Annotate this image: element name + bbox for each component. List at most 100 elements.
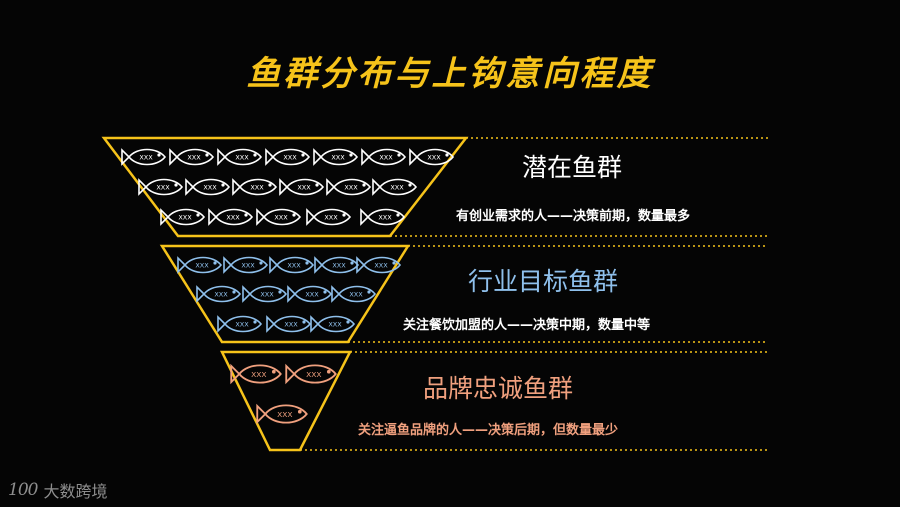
- fish-icon: XXX: [269, 256, 315, 274]
- fish-tail: [265, 148, 275, 166]
- fish-eye: [396, 213, 400, 217]
- fish-icon: XXX: [217, 148, 263, 166]
- fish-icon: XXX: [287, 285, 333, 303]
- fish-tail: [331, 285, 341, 303]
- fish-tail: [314, 256, 324, 274]
- fish-eye: [367, 290, 371, 294]
- fish-label: XXX: [235, 321, 249, 329]
- fish-tail: [230, 363, 241, 385]
- fish-tail: [285, 363, 296, 385]
- fish-tail: [256, 403, 267, 425]
- fish-label: XXX: [328, 321, 342, 329]
- fish-body: [262, 208, 302, 226]
- fish-body: [144, 178, 184, 196]
- fish-tail: [138, 178, 148, 196]
- fish-eye: [196, 213, 200, 217]
- fish-tail: [185, 178, 195, 196]
- fish-body: [285, 178, 325, 196]
- fish-body: [191, 178, 231, 196]
- fish-label: XXX: [331, 154, 345, 162]
- fish-tail: [360, 208, 370, 226]
- fish-label: XXX: [250, 184, 264, 192]
- fish-label: XXX: [344, 184, 358, 192]
- fish-icon: XXX: [265, 148, 311, 166]
- fish-label: XXX: [178, 214, 192, 222]
- fish-body: [175, 148, 215, 166]
- fish-eye: [302, 320, 306, 324]
- fish-eye: [268, 183, 272, 187]
- fish-body: [332, 178, 372, 196]
- fish-eye: [205, 153, 209, 157]
- fish-eye: [362, 183, 366, 187]
- fish-icon: XXX: [208, 208, 254, 226]
- fish-body: [223, 315, 263, 333]
- fish-eye: [253, 320, 257, 324]
- fish-tail: [160, 208, 170, 226]
- fish-tail: [242, 285, 252, 303]
- fish-label: XXX: [251, 370, 266, 379]
- fish-icon: XXX: [230, 363, 282, 385]
- fish-label: XXX: [214, 291, 228, 299]
- fish-icon: XXX: [223, 256, 269, 274]
- fish-body: [223, 148, 263, 166]
- fish-tail: [356, 256, 366, 274]
- tier-desc-loyal: 关注逼鱼品牌的人——决策后期，但数量最少: [358, 423, 619, 438]
- fish-eye: [315, 183, 319, 187]
- fish-label: XXX: [277, 410, 292, 419]
- fish-icon: XXX: [361, 148, 407, 166]
- fish-eye: [445, 153, 449, 157]
- fish-eye: [271, 369, 276, 374]
- fish-icon: XXX: [232, 178, 278, 196]
- fish-label: XXX: [332, 262, 346, 270]
- fish-eye: [253, 153, 257, 157]
- fish-eye: [213, 261, 217, 265]
- fish-icon: XXX: [256, 208, 302, 226]
- fish-icon: XXX: [356, 256, 402, 274]
- fish-body: [272, 315, 312, 333]
- fish-body: [378, 178, 418, 196]
- fish-tail: [169, 148, 179, 166]
- fish-eye: [346, 320, 350, 324]
- fish-body: [202, 285, 242, 303]
- fish-label: XXX: [427, 154, 441, 162]
- fish-body: [293, 364, 337, 384]
- tier-desc-potential: 有创业需求的人——决策前期，数量最多: [456, 209, 691, 224]
- brand-logo: 100 大数跨境: [8, 478, 107, 502]
- fish-icon: XXX: [372, 178, 418, 196]
- fish-tail: [223, 256, 233, 274]
- fish-tail: [232, 178, 242, 196]
- fish-eye: [301, 153, 305, 157]
- fish-tail: [121, 148, 131, 166]
- fish-body: [316, 315, 356, 333]
- fish-icon: XXX: [160, 208, 206, 226]
- fish-eye: [323, 290, 327, 294]
- fish-tail: [217, 148, 227, 166]
- fish-body: [293, 285, 333, 303]
- fish-body: [320, 256, 360, 274]
- fish-icon: XXX: [310, 315, 356, 333]
- fish-label: XXX: [349, 291, 363, 299]
- fish-eye: [392, 261, 396, 265]
- fish-body: [319, 148, 359, 166]
- fish-tail: [196, 285, 206, 303]
- fish-tail: [313, 148, 323, 166]
- logo-mark-icon: 100: [8, 480, 38, 500]
- fish-icon: XXX: [169, 148, 215, 166]
- tier-name-industry: 行业目标鱼群: [468, 267, 619, 296]
- fish-eye: [297, 409, 302, 414]
- fish-icon: XXX: [138, 178, 184, 196]
- fish-tail: [208, 208, 218, 226]
- fish-label: XXX: [235, 154, 249, 162]
- fish-eye: [278, 290, 282, 294]
- fish-eye: [350, 261, 354, 265]
- fish-label: XXX: [195, 262, 209, 270]
- fish-tail: [269, 256, 279, 274]
- fish-label: XXX: [226, 214, 240, 222]
- fish-icon: XXX: [326, 178, 372, 196]
- fish-eye: [342, 213, 346, 217]
- fish-label: XXX: [306, 370, 321, 379]
- fish-icon: XXX: [256, 403, 308, 425]
- fish-body: [264, 404, 308, 424]
- fish-label: XXX: [156, 184, 170, 192]
